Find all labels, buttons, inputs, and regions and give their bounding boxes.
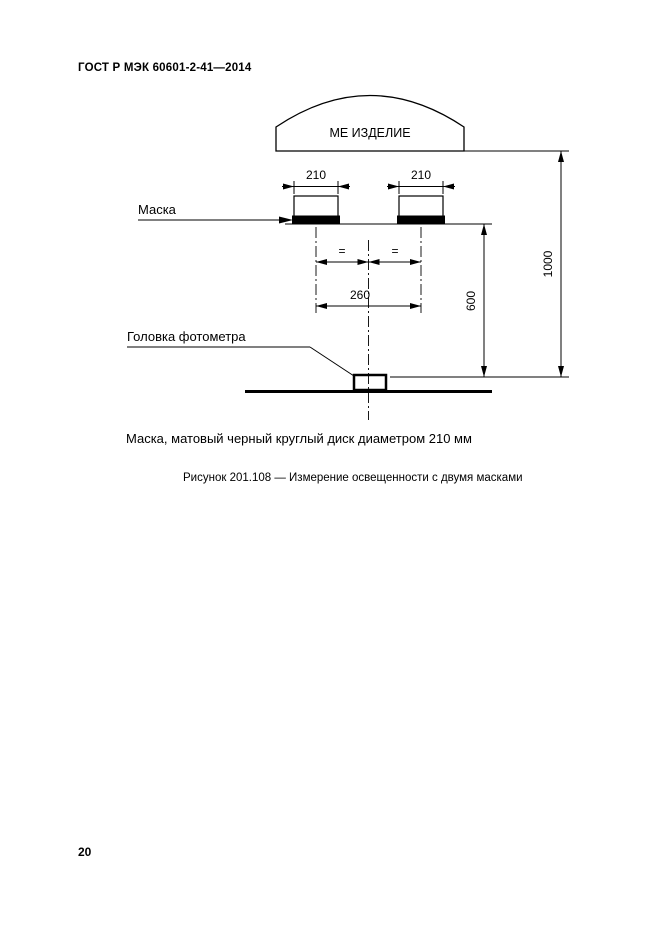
mask-right-disc xyxy=(397,215,445,224)
dim-600-label: 600 xyxy=(464,291,478,311)
dim-1000-label: 1000 xyxy=(541,250,555,277)
mask-label: Маска xyxy=(138,202,177,217)
photometer-label: Головка фотометра xyxy=(127,329,246,344)
me-device-label: МЕ ИЗДЕЛИЕ xyxy=(329,126,410,140)
dim-equal-left-label: = xyxy=(338,244,345,258)
figure-caption: Рисунок 201.108 — Измерение освещенности… xyxy=(183,472,523,484)
figure-diagram: МЕ ИЗДЕЛИЕ Маска 210 xyxy=(127,94,569,420)
photometer-callout: Головка фотометра xyxy=(127,329,355,377)
mask-left-disc xyxy=(292,215,340,224)
me-device-shape xyxy=(275,94,465,152)
dim-210-right: 210 xyxy=(387,168,455,194)
dim-1000: 1000 xyxy=(390,150,569,378)
mask-left-body xyxy=(293,195,339,219)
figure-note: Маска, матовый черный круглый диск диаме… xyxy=(126,431,472,446)
page-number: 20 xyxy=(78,845,92,859)
me-device: МЕ ИЗДЕЛИЕ xyxy=(275,94,465,152)
mask-left xyxy=(292,195,340,224)
dim-equal-right: = xyxy=(368,244,421,265)
mask-leader-arrow xyxy=(279,216,293,224)
dim-600: 600 xyxy=(464,224,487,377)
dim-210-left-label: 210 xyxy=(306,168,326,182)
photometer-leader-diagonal xyxy=(309,346,355,377)
standard-number-header: ГОСТ Р МЭК 60601-2-41—2014 xyxy=(78,62,252,74)
mask-callout: Маска xyxy=(138,202,293,224)
dim-210-left: 210 xyxy=(282,168,350,194)
dim-210-right-label: 210 xyxy=(411,168,431,182)
dim-260-label: 260 xyxy=(350,288,370,302)
mask-right-body xyxy=(398,195,444,219)
dim-equal-right-label: = xyxy=(391,244,398,258)
dim-equal-left: = xyxy=(316,244,369,265)
photometer-head xyxy=(352,373,388,392)
mask-right xyxy=(397,195,445,224)
dim-260: 260 xyxy=(316,288,421,309)
